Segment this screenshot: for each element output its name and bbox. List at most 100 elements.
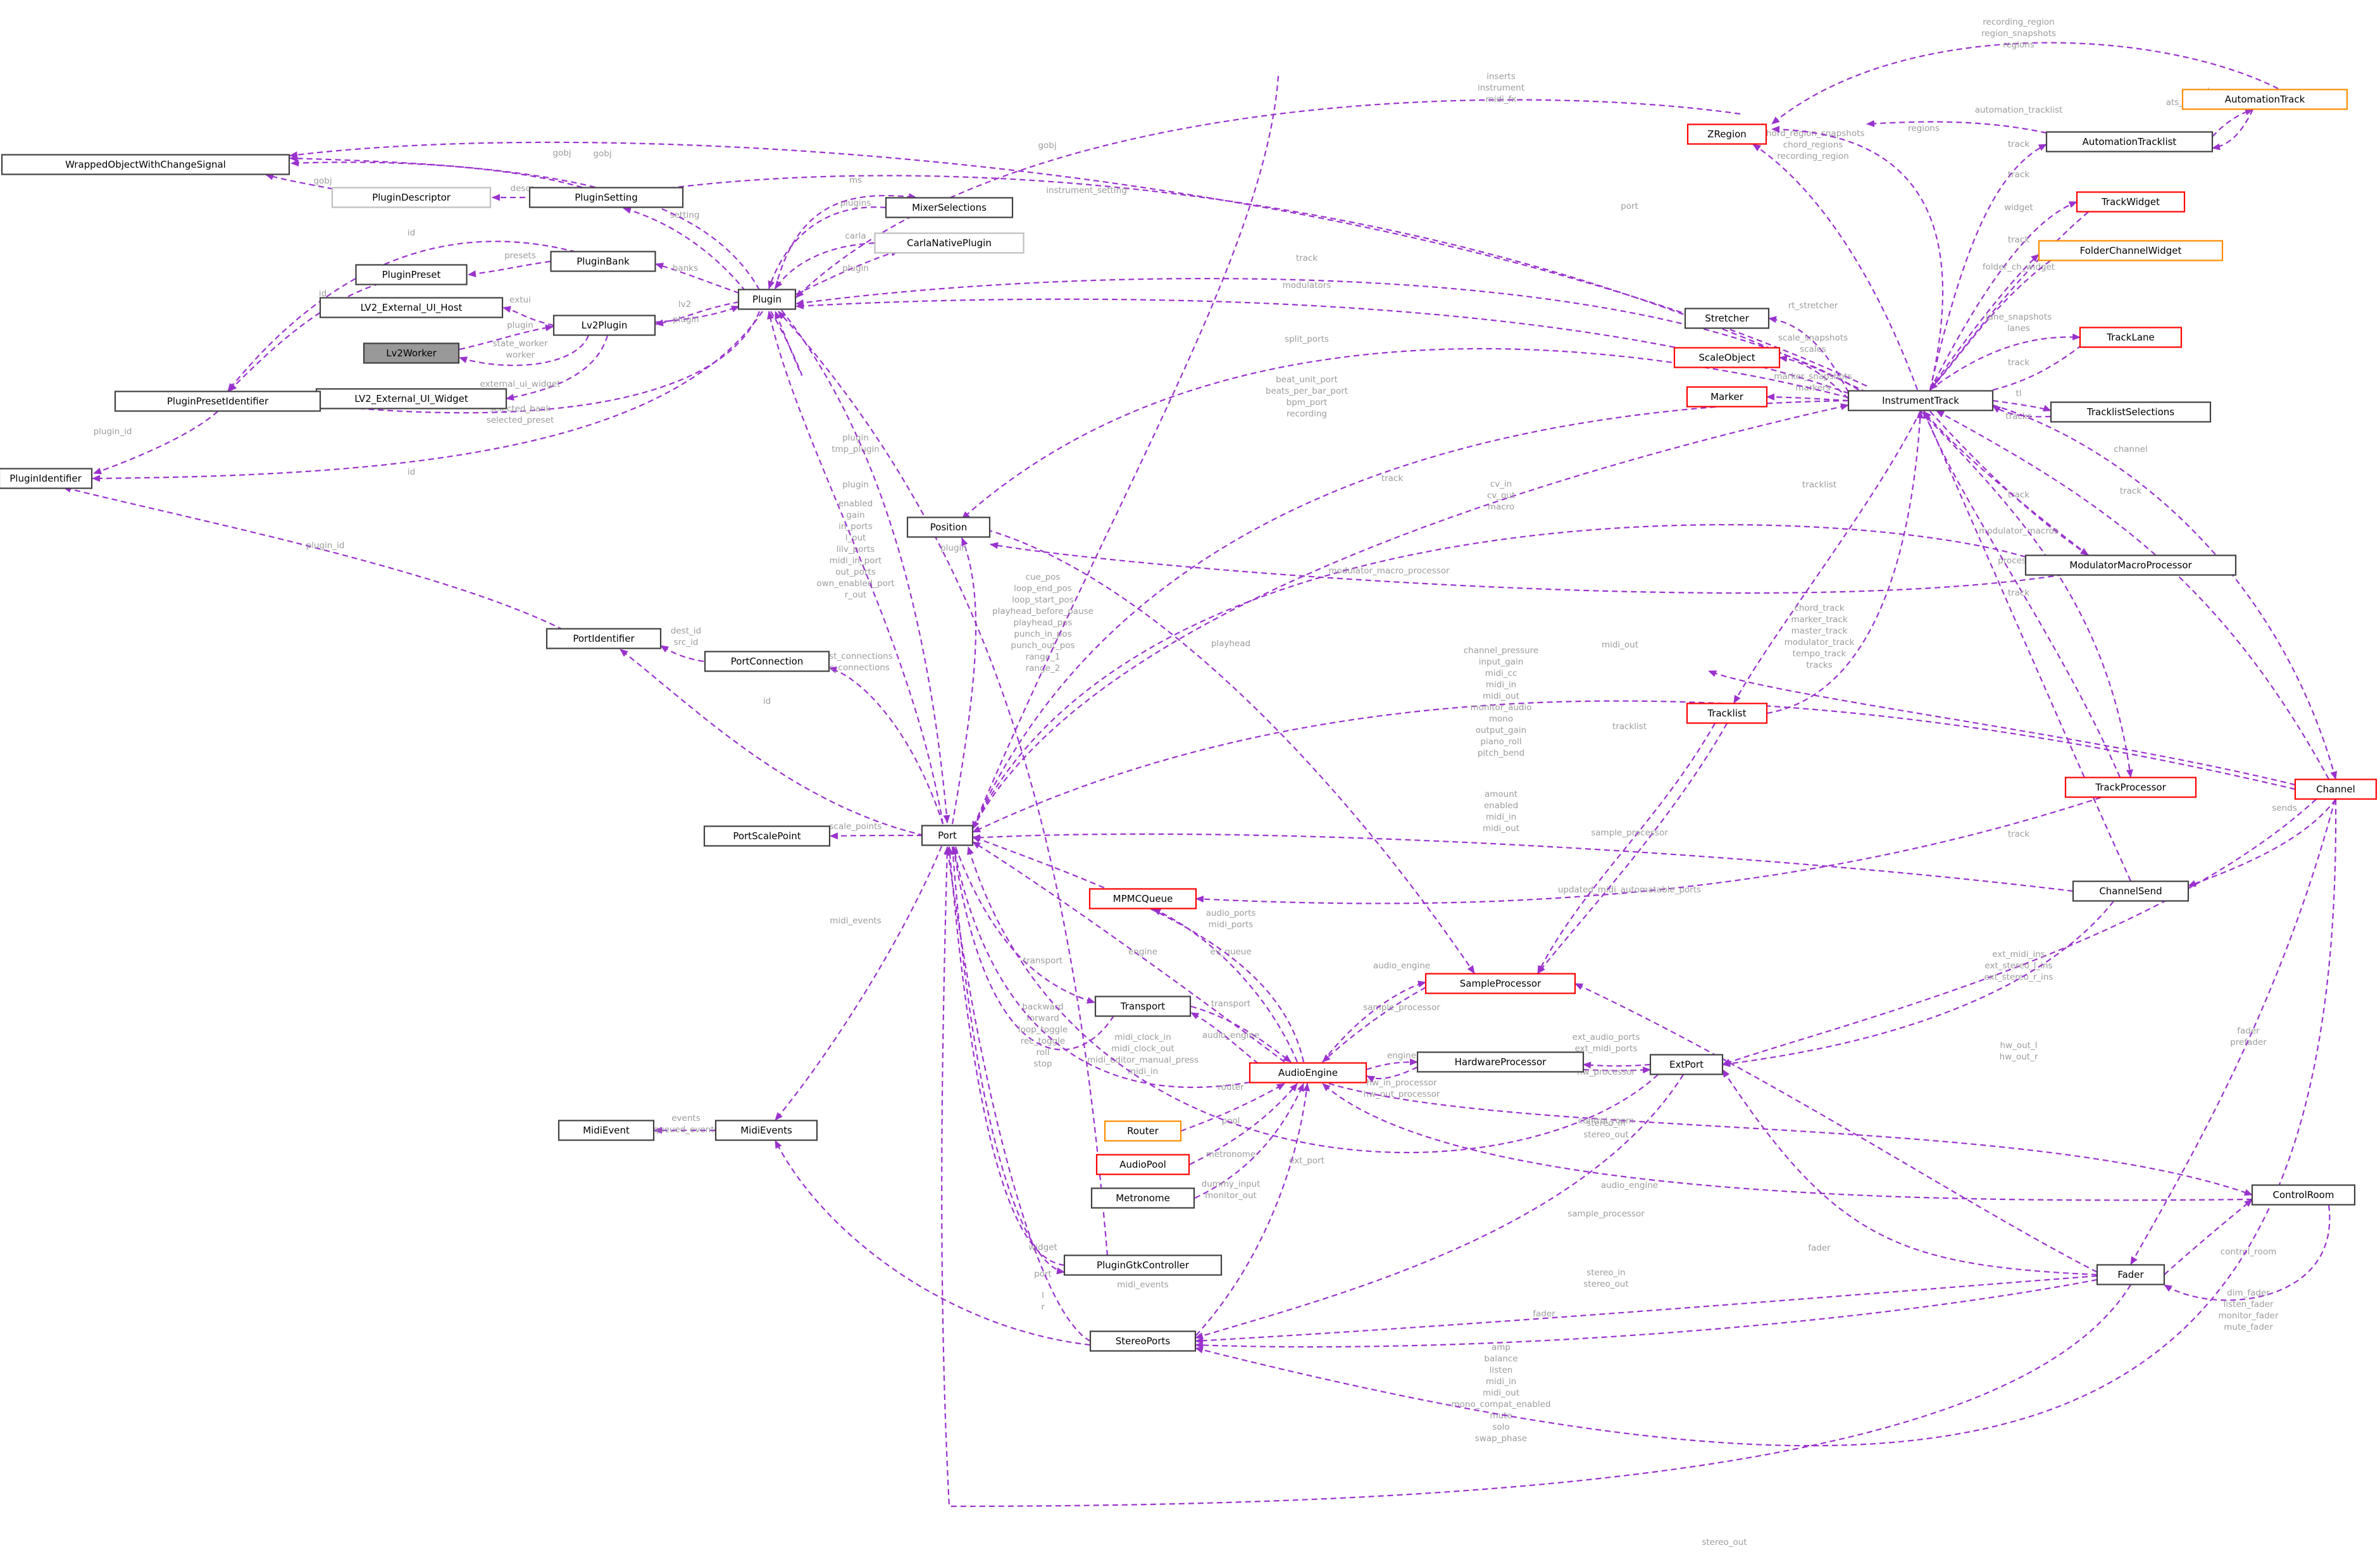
- node-modulator-macro-processor[interactable]: ModulatorMacroProcessor: [2024, 554, 2237, 576]
- node-box[interactable]: [355, 264, 468, 285]
- node-mixer-selections[interactable]: MixerSelections: [885, 197, 1014, 218]
- node-plugin-bank[interactable]: PluginBank: [550, 251, 656, 272]
- node-automation-tracklist[interactable]: AutomationTracklist: [2045, 131, 2214, 153]
- node-box[interactable]: [1424, 973, 1576, 994]
- node-box[interactable]: [2064, 777, 2197, 798]
- node-track-processor[interactable]: TrackProcessor: [2064, 777, 2197, 798]
- node-audio-engine[interactable]: AudioEngine: [1249, 1062, 1368, 1084]
- node-metronome[interactable]: Metronome: [1090, 1187, 1195, 1209]
- node-box[interactable]: [1249, 1062, 1368, 1084]
- node-box[interactable]: [1089, 1330, 1197, 1352]
- node-box[interactable]: [558, 1120, 655, 1141]
- node-channel-send[interactable]: ChannelSend: [2072, 880, 2190, 902]
- node-lv2-plugin[interactable]: Lv2Plugin: [552, 315, 656, 336]
- node-box[interactable]: [1063, 1254, 1223, 1276]
- node-box[interactable]: [1686, 386, 1768, 408]
- node-box[interactable]: [363, 342, 460, 364]
- node-carla-native-plugin[interactable]: CarlaNativePlugin: [874, 232, 1025, 254]
- node-tracklist-selections[interactable]: TracklistSelections: [2050, 401, 2212, 423]
- node-box[interactable]: [2181, 89, 2348, 110]
- node-midi-events[interactable]: MidiEvents: [714, 1120, 818, 1141]
- node-ext-port[interactable]: ExtPort: [1649, 1054, 1724, 1075]
- node-box[interactable]: [1095, 1154, 1190, 1175]
- node-box[interactable]: [1684, 308, 1770, 329]
- node-box[interactable]: [1847, 390, 1994, 411]
- node-zregion[interactable]: ZRegion: [1686, 123, 1767, 145]
- node-box[interactable]: [114, 390, 321, 412]
- node-box[interactable]: [874, 232, 1025, 254]
- node-plugin-preset[interactable]: PluginPreset: [355, 264, 468, 285]
- node-box[interactable]: [1673, 347, 1781, 368]
- node-box[interactable]: [1104, 1120, 1182, 1142]
- node-mpmcqueue[interactable]: MPMCQueue: [1088, 888, 1197, 909]
- node-audio-pool[interactable]: AudioPool: [1095, 1154, 1190, 1175]
- node-box[interactable]: [1094, 996, 1192, 1017]
- node-lv2-worker[interactable]: Lv2Worker: [363, 342, 460, 364]
- node-plugin-descriptor[interactable]: PluginDescriptor: [331, 187, 492, 208]
- node-transport[interactable]: Transport: [1094, 996, 1192, 1017]
- node-box[interactable]: [331, 187, 492, 208]
- node-plugin-gtk-controller[interactable]: PluginGtkController: [1063, 1254, 1223, 1276]
- node-stretcher[interactable]: Stretcher: [1684, 308, 1770, 329]
- node-box[interactable]: [2024, 554, 2237, 576]
- node-box[interactable]: [1, 154, 290, 175]
- node-stereo-ports[interactable]: StereoPorts: [1089, 1330, 1197, 1352]
- node-box[interactable]: [1416, 1051, 1585, 1073]
- node-box[interactable]: [2045, 131, 2214, 153]
- node-track-lane[interactable]: TrackLane: [2079, 327, 2183, 348]
- node-scale-object[interactable]: ScaleObject: [1673, 347, 1781, 368]
- node-box[interactable]: [921, 825, 974, 846]
- node-box[interactable]: [550, 251, 656, 272]
- node-box[interactable]: [552, 315, 656, 336]
- node-box[interactable]: [737, 289, 797, 310]
- node-box[interactable]: [2251, 1184, 2356, 1206]
- node-box[interactable]: [2038, 240, 2224, 261]
- node-box[interactable]: [319, 297, 504, 318]
- node-plugin-identifier[interactable]: PluginIdentifier: [0, 468, 93, 489]
- node-hardware-processor[interactable]: HardwareProcessor: [1416, 1051, 1585, 1073]
- node-midi-event[interactable]: MidiEvent: [558, 1120, 655, 1141]
- node-port-identifier[interactable]: PortIdentifier: [545, 628, 662, 649]
- node-track-widget[interactable]: TrackWidget: [2076, 191, 2186, 213]
- node-box[interactable]: [2294, 778, 2377, 800]
- node-channel[interactable]: Channel: [2294, 778, 2377, 800]
- node-box[interactable]: [1088, 888, 1197, 909]
- node-box[interactable]: [1686, 123, 1767, 145]
- node-plugin[interactable]: Plugin: [737, 289, 797, 310]
- node-box[interactable]: [0, 468, 93, 489]
- node-fader[interactable]: Fader: [2096, 1264, 2165, 1285]
- node-port[interactable]: Port: [921, 825, 974, 846]
- node-box[interactable]: [2050, 401, 2212, 423]
- node-port-connection[interactable]: PortConnection: [704, 651, 830, 672]
- node-plugin-preset-identifier[interactable]: PluginPresetIdentifier: [114, 390, 321, 412]
- node-control-room[interactable]: ControlRoom: [2251, 1184, 2356, 1206]
- node-box[interactable]: [1090, 1187, 1195, 1209]
- node-box[interactable]: [2079, 327, 2183, 348]
- node-wrapped-object-with-change-signal[interactable]: WrappedObjectWithChangeSignal: [1, 154, 290, 175]
- node-lv2-external-ui-widget[interactable]: LV2_External_UI_Widget: [315, 388, 508, 409]
- node-box[interactable]: [2076, 191, 2186, 213]
- node-box[interactable]: [714, 1120, 818, 1141]
- node-box[interactable]: [906, 516, 991, 538]
- node-box[interactable]: [545, 628, 662, 649]
- node-marker[interactable]: Marker: [1686, 386, 1768, 408]
- node-box[interactable]: [528, 187, 684, 208]
- node-port-scale-point[interactable]: PortScalePoint: [703, 825, 831, 847]
- node-box[interactable]: [1686, 703, 1768, 724]
- node-tracklist[interactable]: Tracklist: [1686, 703, 1768, 724]
- node-lv2-external-ui-host[interactable]: LV2_External_UI_Host: [319, 297, 504, 318]
- node-box[interactable]: [1649, 1054, 1724, 1075]
- node-box[interactable]: [2096, 1264, 2165, 1285]
- node-automation-track[interactable]: AutomationTrack: [2181, 89, 2348, 110]
- node-instrument-track[interactable]: InstrumentTrack: [1847, 390, 1994, 411]
- node-box[interactable]: [885, 197, 1014, 218]
- node-box[interactable]: [703, 825, 831, 847]
- node-box[interactable]: [704, 651, 830, 672]
- node-position[interactable]: Position: [906, 516, 991, 538]
- node-router[interactable]: Router: [1104, 1120, 1182, 1142]
- node-folder-channel-widget[interactable]: FolderChannelWidget: [2038, 240, 2224, 261]
- node-box[interactable]: [315, 388, 508, 409]
- node-sample-processor[interactable]: SampleProcessor: [1424, 973, 1576, 994]
- node-plugin-setting[interactable]: PluginSetting: [528, 187, 684, 208]
- node-box[interactable]: [2072, 880, 2190, 902]
